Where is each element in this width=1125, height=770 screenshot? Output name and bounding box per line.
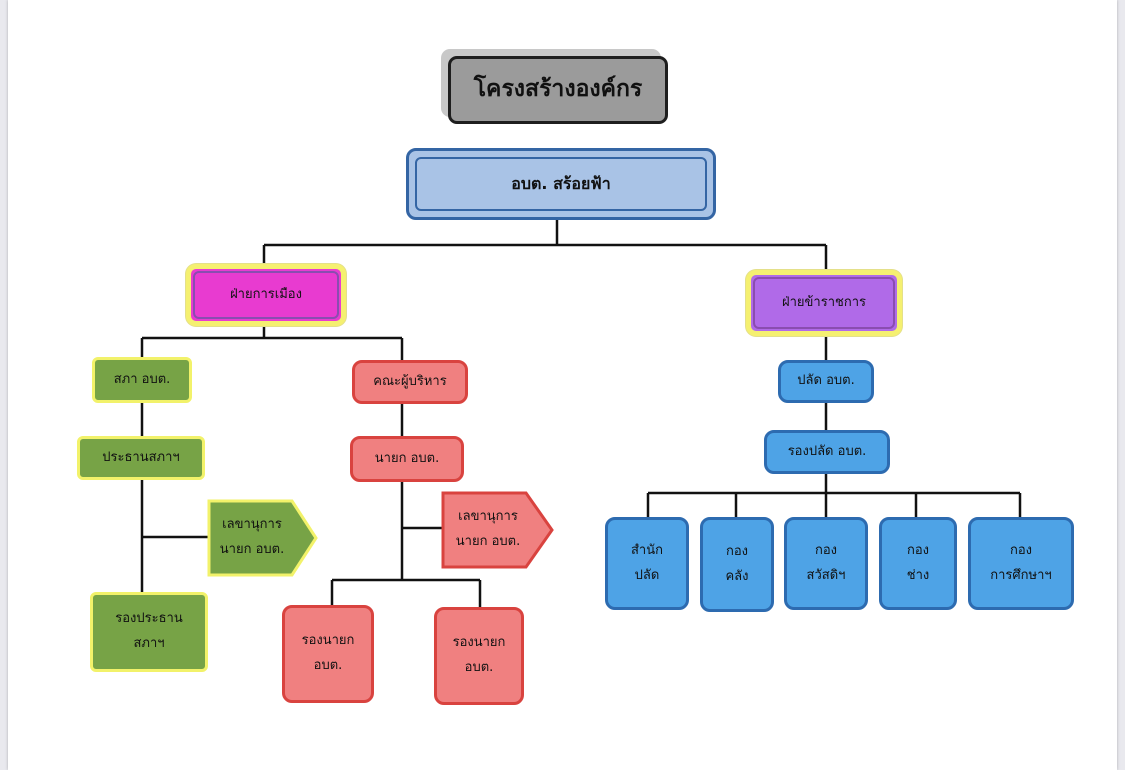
- department-4-line2: การศึกษาฯ: [990, 567, 1052, 583]
- deputy-mayor-node-2: รองนายก อบต.: [434, 607, 524, 705]
- council-secretary-line2: นายก อบต.: [219, 542, 285, 557]
- deputy-mayor-1-line1: รองนายก: [301, 633, 355, 649]
- council-secretary-line1: เลขานุการ: [222, 517, 282, 533]
- clerk-node: ปลัด อบต.: [778, 360, 874, 403]
- root-node-label: อบต. สร้อยฟ้า: [511, 173, 611, 193]
- deputy-mayor-node-1: รองนายก อบต.: [282, 605, 374, 703]
- political-branch-label: ฝ่ายการเมือง: [230, 286, 302, 302]
- department-node-0: สำนัก ปลัด: [605, 517, 689, 610]
- department-3-line2: ช่าง: [906, 567, 930, 583]
- mayor-secretary-arrow-shape: [441, 491, 554, 569]
- department-1-line1: กอง: [725, 543, 749, 559]
- department-0-line2: ปลัด: [634, 567, 660, 583]
- deputy-clerk-label: รองปลัด อบต.: [787, 443, 867, 459]
- department-2-line2: สวัสดิฯ: [806, 567, 846, 583]
- clerk-label: ปลัด อบต.: [797, 373, 855, 389]
- council-secretary-node: เลขานุการ นายก อบต.: [206, 498, 320, 578]
- council-chair-node: ประธานสภาฯ: [77, 436, 205, 480]
- civil-branch-label: ฝ่ายข้าราชการ: [782, 294, 866, 310]
- council-vice-chair-line1: รองประธาน: [115, 611, 183, 627]
- mayor-secretary-line2: นายก อบต.: [455, 534, 521, 549]
- deputy-clerk-node: รองปลัด อบต.: [764, 430, 890, 474]
- deputy-mayor-1-line2: อบต.: [313, 658, 343, 673]
- council-secretary-arrow-shape: [207, 499, 318, 577]
- department-node-1: กอง คลัง: [700, 517, 774, 612]
- political-branch-node: ฝ่ายการเมือง: [186, 264, 346, 326]
- council-vice-chair-line2: สภาฯ: [133, 636, 165, 651]
- department-node-2: กอง สวัสดิฯ: [784, 517, 868, 610]
- department-1-line2: คลัง: [725, 568, 749, 584]
- civil-branch-node: ฝ่ายข้าราชการ: [746, 270, 902, 336]
- department-4-line1: กอง: [1009, 542, 1033, 558]
- council-vice-chair-node: รองประธาน สภาฯ: [90, 592, 208, 672]
- council-node: สภา อบต.: [92, 357, 192, 403]
- department-node-4: กอง การศึกษาฯ: [968, 517, 1074, 610]
- council-chair-label: ประธานสภาฯ: [102, 449, 180, 465]
- mayor-secretary-line1: เลขานุการ: [458, 509, 518, 525]
- department-3-line1: กอง: [906, 542, 930, 558]
- executive-committee-label: คณะผู้บริหาร: [373, 373, 447, 389]
- root-node-sao: อบต. สร้อยฟ้า: [406, 148, 716, 220]
- deputy-mayor-2-line1: รองนายก: [452, 635, 506, 651]
- department-2-line1: กอง: [814, 542, 838, 558]
- deputy-mayor-2-line2: อบต.: [464, 660, 494, 675]
- mayor-label: นายก อบต.: [374, 450, 440, 466]
- mayor-node: นายก อบต.: [350, 436, 464, 482]
- chart-title-text: โครงสร้างองค์กร: [473, 76, 643, 103]
- department-node-3: กอง ช่าง: [879, 517, 957, 610]
- mayor-secretary-node: เลขานุการ นายก อบต.: [440, 490, 556, 570]
- executive-committee-node: คณะผู้บริหาร: [352, 360, 468, 404]
- council-label: สภา อบต.: [113, 371, 171, 387]
- chart-title: โครงสร้างองค์กร: [448, 56, 668, 124]
- department-0-line1: สำนัก: [631, 542, 663, 558]
